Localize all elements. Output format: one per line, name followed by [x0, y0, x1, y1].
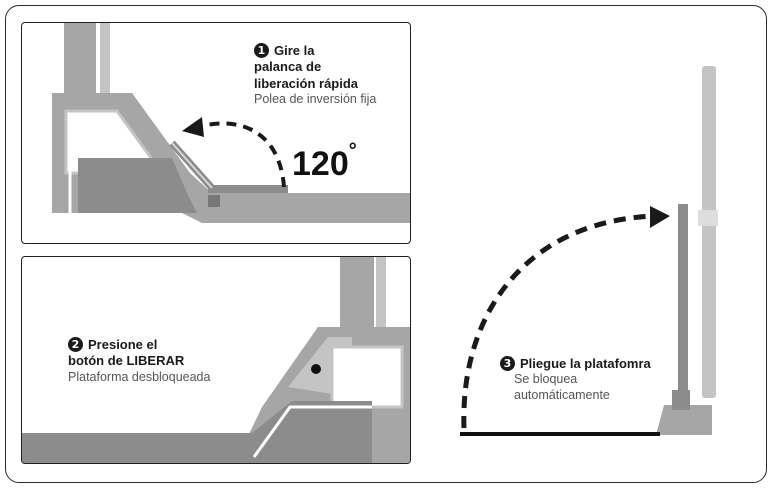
instruction-frame	[5, 5, 767, 483]
step-3-number-badge: 3	[500, 356, 515, 371]
step-2-number-badge: 2	[68, 337, 83, 352]
step-3-illustration	[460, 66, 718, 436]
step-1-number-badge: 1	[254, 43, 269, 58]
rotation-angle-label: 120°	[292, 139, 357, 183]
step-2-illustration	[22, 257, 410, 463]
step-2-subtitle: Plataforma desbloqueada	[68, 369, 211, 384]
step-1-illustration	[52, 23, 410, 223]
step-1-subtitle: Polea de inversión fija	[254, 91, 377, 106]
step-3-subtitle: Se bloquea automáticamente	[514, 372, 610, 402]
